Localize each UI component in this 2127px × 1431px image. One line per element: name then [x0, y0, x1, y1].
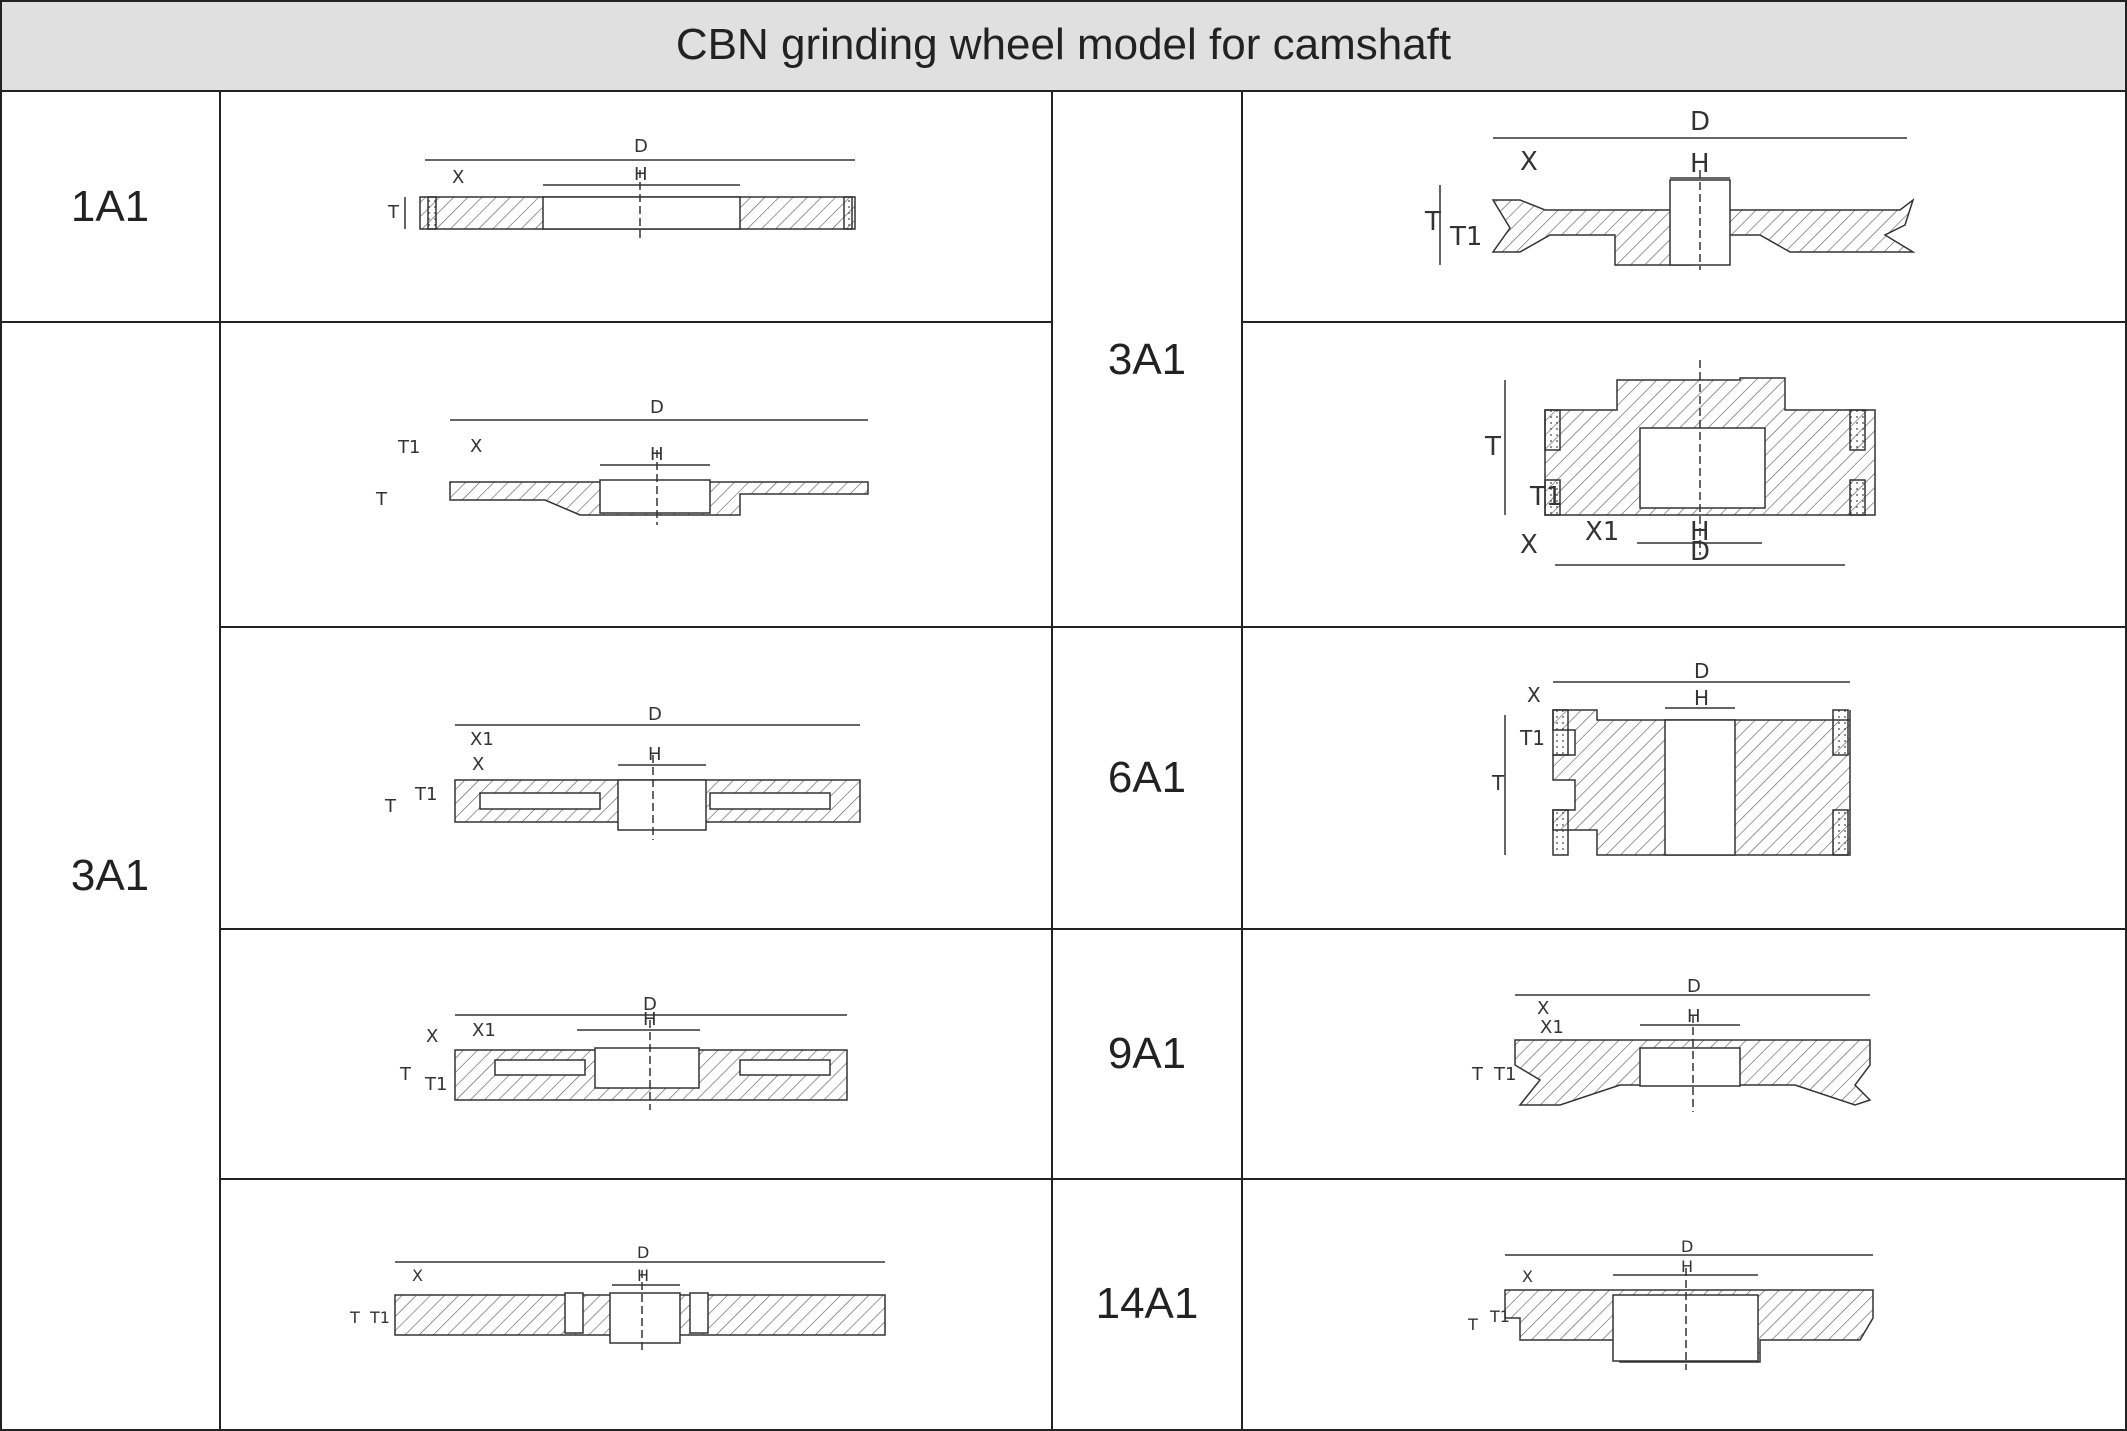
svg-text:D: D: [650, 397, 664, 418]
model-label-1a1: 1A1: [70, 182, 150, 231]
svg-text:T: T: [384, 796, 397, 817]
svg-text:X1: X1: [472, 1020, 496, 1041]
svg-text:T: T: [387, 202, 400, 223]
drawing-14a1: D H X T1 T: [1467, 1237, 1874, 1370]
drawing-1a1: D H X T: [387, 136, 856, 240]
svg-text:T1: T1: [1489, 1307, 1510, 1326]
drawing-3a1-f: D H X X1 T T1: [1484, 360, 1876, 567]
svg-text:D: D: [1690, 107, 1710, 137]
svg-text:H: H: [1690, 149, 1710, 179]
svg-text:T: T: [1491, 771, 1505, 795]
model-label-3a1-right: 3A1: [1107, 334, 1187, 384]
drawing-3a1-c: D H X X1 T1 T: [399, 994, 848, 1110]
model-label-14a1: 14A1: [1095, 1279, 1199, 1328]
svg-text:X: X: [1527, 683, 1541, 707]
model-label-9a1: 9A1: [1107, 1029, 1187, 1078]
drawing-3a1-b: D H X1 X T1 T: [384, 704, 861, 840]
svg-text:D: D: [1690, 537, 1710, 567]
svg-text:H: H: [634, 164, 648, 185]
svg-text:H: H: [1687, 1006, 1701, 1027]
svg-text:X1: X1: [1540, 1017, 1564, 1038]
svg-text:X: X: [1537, 998, 1549, 1019]
svg-text:X1: X1: [1585, 517, 1619, 547]
drawing-3a1-e: D H X T T1: [1424, 107, 1916, 270]
drawing-3a1-a: D H X T1 T: [375, 397, 869, 525]
drawing-9a1: D H X X1 T1 T: [1471, 976, 1872, 1112]
svg-text:H: H: [650, 444, 664, 465]
drawing-6a1: D H X T1 T: [1491, 659, 1851, 856]
svg-text:T: T: [399, 1064, 412, 1085]
svg-text:T1: T1: [1493, 1064, 1516, 1085]
svg-text:X: X: [1520, 147, 1538, 177]
svg-text:D: D: [643, 994, 657, 1015]
svg-text:T1: T1: [1519, 726, 1545, 750]
table-title: CBN grinding wheel model for camshaft: [675, 20, 1452, 69]
model-label-3a1-left: 3A1: [70, 850, 150, 900]
svg-text:X: X: [1522, 1267, 1533, 1286]
svg-text:T: T: [1484, 432, 1501, 462]
svg-text:H: H: [648, 744, 662, 765]
svg-text:T: T: [375, 489, 388, 510]
svg-text:H: H: [1681, 1257, 1693, 1276]
svg-text:D: D: [634, 136, 648, 157]
svg-text:T1: T1: [1529, 482, 1562, 512]
table-title-bar: CBN grinding wheel model for camshaft: [0, 0, 2127, 90]
svg-text:X: X: [452, 167, 464, 188]
svg-text:D: D: [648, 704, 662, 725]
svg-text:T1: T1: [1449, 222, 1482, 252]
drawing-3a1-d: D H X T1 T: [349, 1243, 886, 1350]
svg-text:H: H: [637, 1266, 649, 1285]
svg-text:T: T: [1467, 1315, 1478, 1334]
svg-text:D: D: [1687, 976, 1701, 997]
svg-text:T1: T1: [369, 1308, 390, 1327]
svg-text:X: X: [412, 1266, 423, 1285]
svg-text:T1: T1: [414, 784, 437, 805]
svg-text:X: X: [470, 436, 482, 457]
svg-text:H: H: [1690, 517, 1710, 547]
svg-text:D: D: [1694, 659, 1709, 683]
svg-text:T: T: [1471, 1064, 1484, 1085]
svg-text:T: T: [1424, 207, 1441, 237]
svg-text:X: X: [426, 1026, 438, 1047]
svg-text:H: H: [643, 1009, 657, 1030]
svg-text:X1: X1: [470, 729, 494, 750]
svg-text:D: D: [1681, 1237, 1693, 1256]
svg-text:T: T: [349, 1308, 360, 1327]
model-label-6a1: 6A1: [1107, 753, 1187, 802]
svg-text:D: D: [637, 1243, 649, 1262]
svg-text:T1: T1: [397, 437, 420, 458]
svg-text:X: X: [1520, 530, 1538, 560]
svg-text:T1: T1: [424, 1074, 447, 1095]
svg-text:X: X: [472, 754, 484, 775]
svg-text:H: H: [1694, 686, 1709, 710]
